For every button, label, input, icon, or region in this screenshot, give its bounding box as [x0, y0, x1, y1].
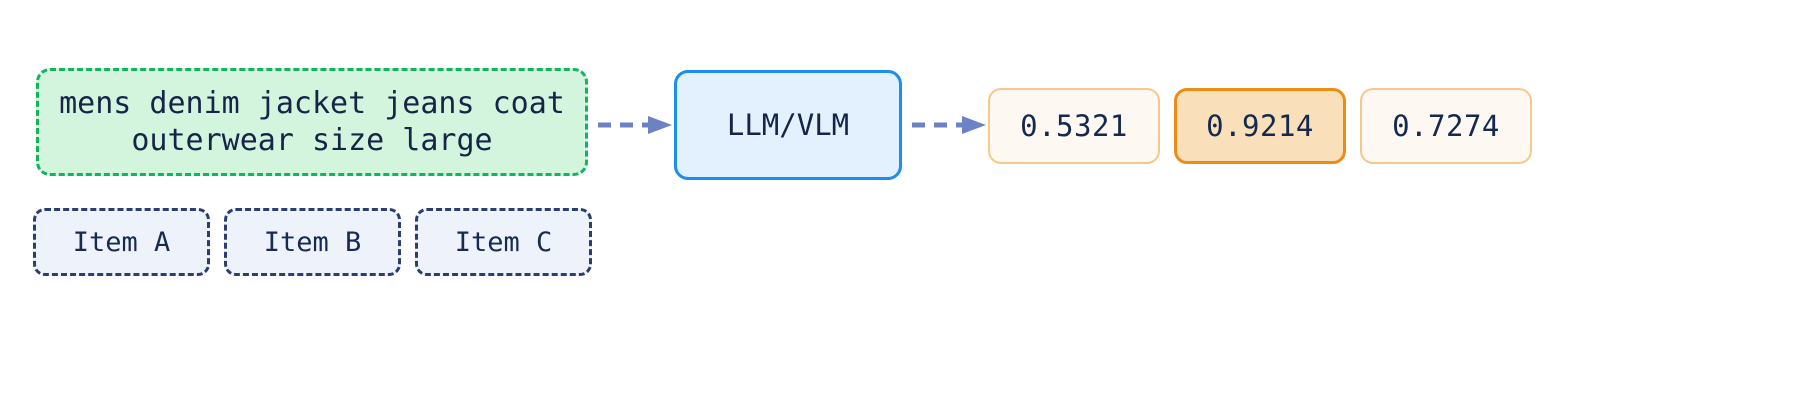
item-list: Item A Item B Item C — [33, 208, 593, 276]
score-box-2-top: 0.9214 — [1174, 88, 1346, 164]
score-value: 0.7274 — [1392, 109, 1500, 143]
model-label: LLM/VLM — [726, 108, 850, 142]
arrow-icon — [598, 116, 672, 134]
item-box-c: Item C — [415, 208, 592, 276]
score-list: 0.5321 0.9214 0.7274 — [988, 88, 1532, 164]
score-box-3: 0.7274 — [1360, 88, 1532, 164]
query-box: mens denim jacket jeans coat outerwear s… — [36, 68, 588, 176]
item-box-b: Item B — [224, 208, 401, 276]
score-value: 0.5321 — [1020, 109, 1128, 143]
item-label: Item B — [263, 226, 362, 258]
arrow-model-to-scores — [912, 114, 990, 136]
item-label: Item C — [454, 226, 553, 258]
arrow-icon — [912, 116, 986, 134]
score-value: 0.9214 — [1206, 109, 1314, 143]
item-box-a: Item A — [33, 208, 210, 276]
model-box: LLM/VLM — [674, 70, 902, 180]
score-box-1: 0.5321 — [988, 88, 1160, 164]
arrow-query-to-model — [598, 114, 676, 136]
item-label: Item A — [72, 226, 171, 258]
query-text: mens denim jacket jeans coat outerwear s… — [59, 85, 565, 159]
